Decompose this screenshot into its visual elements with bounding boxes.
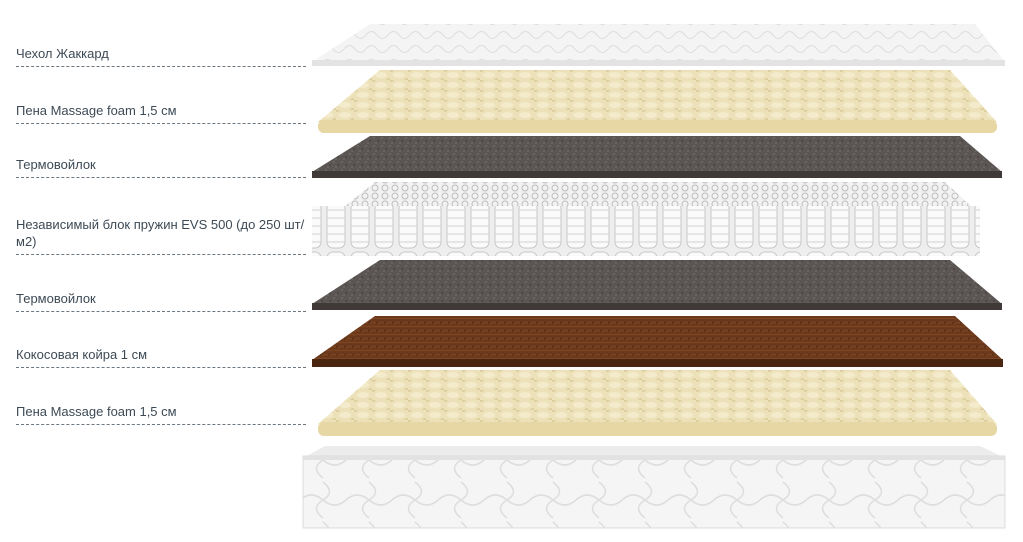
foam-layer-bottom xyxy=(318,370,997,436)
felt-layer-bottom xyxy=(312,260,1002,310)
layer-label-coir: Кокосовая койра 1 см xyxy=(16,346,306,368)
mattress-layers-illustration xyxy=(300,0,1023,542)
felt-layer-top xyxy=(312,136,1002,178)
layer-label-felt-bottom: Термовойлок xyxy=(16,290,306,312)
cover-layer xyxy=(312,24,1005,66)
layer-label-spring-block: Независимый блок пружин EVS 500 (до 250 … xyxy=(16,216,306,255)
layer-label-foam-top: Пена Massage foam 1,5 см xyxy=(16,102,306,124)
layer-label-felt-top: Термовойлок xyxy=(16,156,306,178)
layer-label-cover: Чехол Жаккард xyxy=(16,45,306,67)
mattress-base xyxy=(302,446,1006,529)
foam-layer-top xyxy=(318,70,997,133)
layer-label-foam-bottom: Пена Massage foam 1,5 см xyxy=(16,403,306,425)
coir-layer xyxy=(312,316,1003,367)
spring-block-layer xyxy=(312,182,980,256)
layer-labels: Чехол Жаккард Пена Massage foam 1,5 см Т… xyxy=(0,0,310,542)
